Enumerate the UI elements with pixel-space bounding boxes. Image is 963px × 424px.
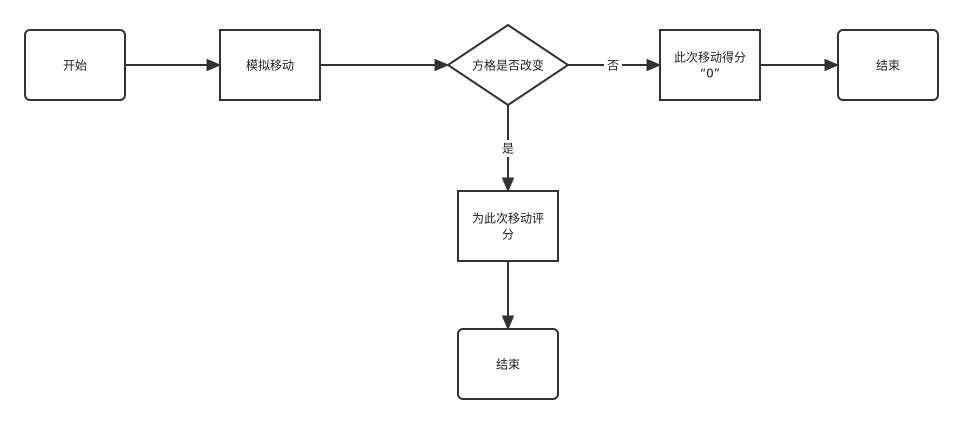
node-score-move: 为此次移动评 分 (457, 190, 559, 262)
score-move-process-shape (457, 190, 559, 262)
edge-labels: 否 是 (499, 57, 622, 157)
start-terminal-shape (24, 29, 126, 101)
node-end-right: 结束 (837, 29, 939, 101)
node-start: 开始 (24, 29, 126, 101)
yes-label-bg (499, 140, 517, 157)
simulate-label: 模拟移动 (246, 59, 294, 73)
decision-label: 方格是否改变 (472, 58, 544, 73)
node-simulate: 模拟移动 (219, 29, 321, 101)
score-move-label-line1: 为此次移动评 (472, 212, 544, 226)
edge-label-no: 否 (607, 59, 619, 73)
node-decision: 方格是否改变 (446, 23, 570, 107)
arrowhead-end-right (824, 58, 840, 72)
edge-label-yes: 是 (502, 142, 514, 156)
no-label-bg (604, 57, 622, 74)
simulate-process-shape (219, 29, 321, 101)
score-zero-label-line1: 此次移动得分 (674, 50, 746, 65)
end-bottom-terminal-shape (457, 328, 559, 400)
score-move-label-line2: 分 (502, 228, 514, 242)
score-zero-label-line2: “0” (700, 67, 720, 81)
node-score-zero: 此次移动得分 “0” (659, 29, 761, 101)
arrowhead-score-zero (646, 58, 662, 72)
end-right-label: 结束 (876, 59, 900, 73)
node-end-bottom: 结束 (457, 328, 559, 400)
score-zero-process-shape (659, 29, 761, 101)
end-right-terminal-shape (837, 29, 939, 101)
arrowhead-decision (434, 58, 450, 72)
arrowhead-score-move (501, 177, 515, 193)
arrowhead-simulate (206, 58, 222, 72)
end-bottom-label: 结束 (496, 358, 520, 372)
decision-diamond-shape (446, 23, 570, 107)
start-label: 开始 (63, 59, 87, 73)
arrowhead-end-bottom (501, 315, 515, 331)
